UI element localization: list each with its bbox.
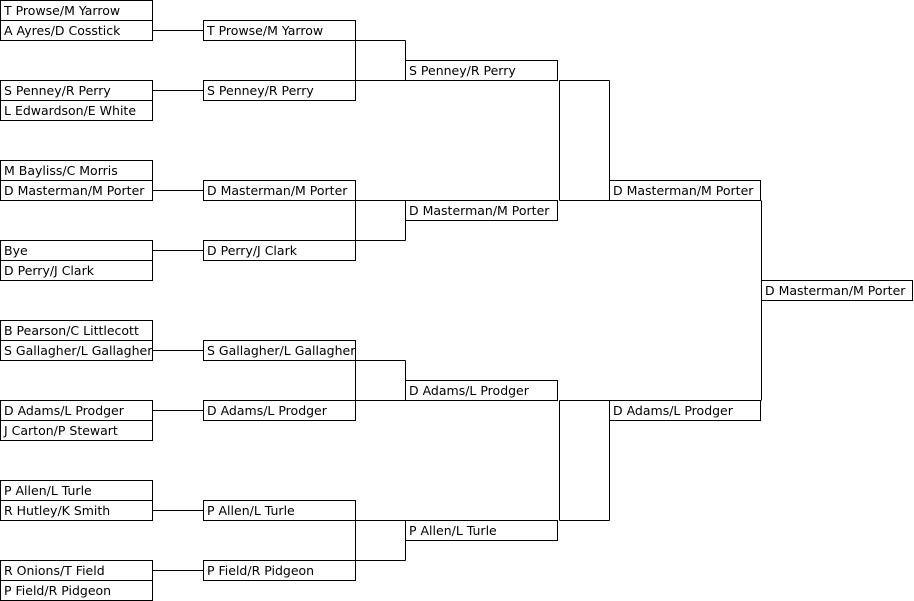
round1-entry: P Allen/L Turle bbox=[0, 480, 153, 501]
winner-entry: D Masterman/M Porter bbox=[761, 280, 913, 301]
round1-entry: D Perry/J Clark bbox=[0, 260, 153, 281]
round1-entry: Bye bbox=[0, 240, 153, 261]
round3-entry: S Penney/R Perry bbox=[405, 60, 558, 81]
round3-entry: D Adams/L Prodger bbox=[405, 380, 558, 401]
round2-entry: S Penney/R Perry bbox=[203, 80, 356, 101]
round2-entry: D Perry/J Clark bbox=[203, 240, 356, 261]
round1-entry: L Edwardson/E White bbox=[0, 100, 153, 121]
round3-entry: P Allen/L Turle bbox=[405, 520, 558, 541]
round1-entry: S Gallagher/L Gallagher bbox=[0, 340, 153, 361]
round2-entry: S Gallagher/L Gallagher bbox=[203, 340, 356, 361]
round4-entry: D Masterman/M Porter bbox=[609, 180, 761, 201]
round1-entry: D Adams/L Prodger bbox=[0, 400, 153, 421]
round2-entry: D Masterman/M Porter bbox=[203, 180, 356, 201]
round1-entry: D Masterman/M Porter bbox=[0, 180, 153, 201]
round2-entry: P Allen/L Turle bbox=[203, 500, 356, 521]
round1-entry: A Ayres/D Cosstick bbox=[0, 20, 153, 41]
round4-entry: D Adams/L Prodger bbox=[609, 400, 761, 421]
round1-entry: J Carton/P Stewart bbox=[0, 420, 153, 441]
round1-entry: P Field/R Pidgeon bbox=[0, 580, 153, 601]
round1-entry: R Onions/T Field bbox=[0, 560, 153, 581]
round1-entry: B Pearson/C Littlecott bbox=[0, 320, 153, 341]
round1-entry: T Prowse/M Yarrow bbox=[0, 0, 153, 21]
round2-entry: T Prowse/M Yarrow bbox=[203, 20, 356, 41]
round1-entry: M Bayliss/C Morris bbox=[0, 160, 153, 181]
round3-entry: D Masterman/M Porter bbox=[405, 200, 558, 221]
round1-entry: R Hutley/K Smith bbox=[0, 500, 153, 521]
round2-entry: D Adams/L Prodger bbox=[203, 400, 356, 421]
round2-entry: P Field/R Pidgeon bbox=[203, 560, 356, 581]
round1-entry: S Penney/R Perry bbox=[0, 80, 153, 101]
